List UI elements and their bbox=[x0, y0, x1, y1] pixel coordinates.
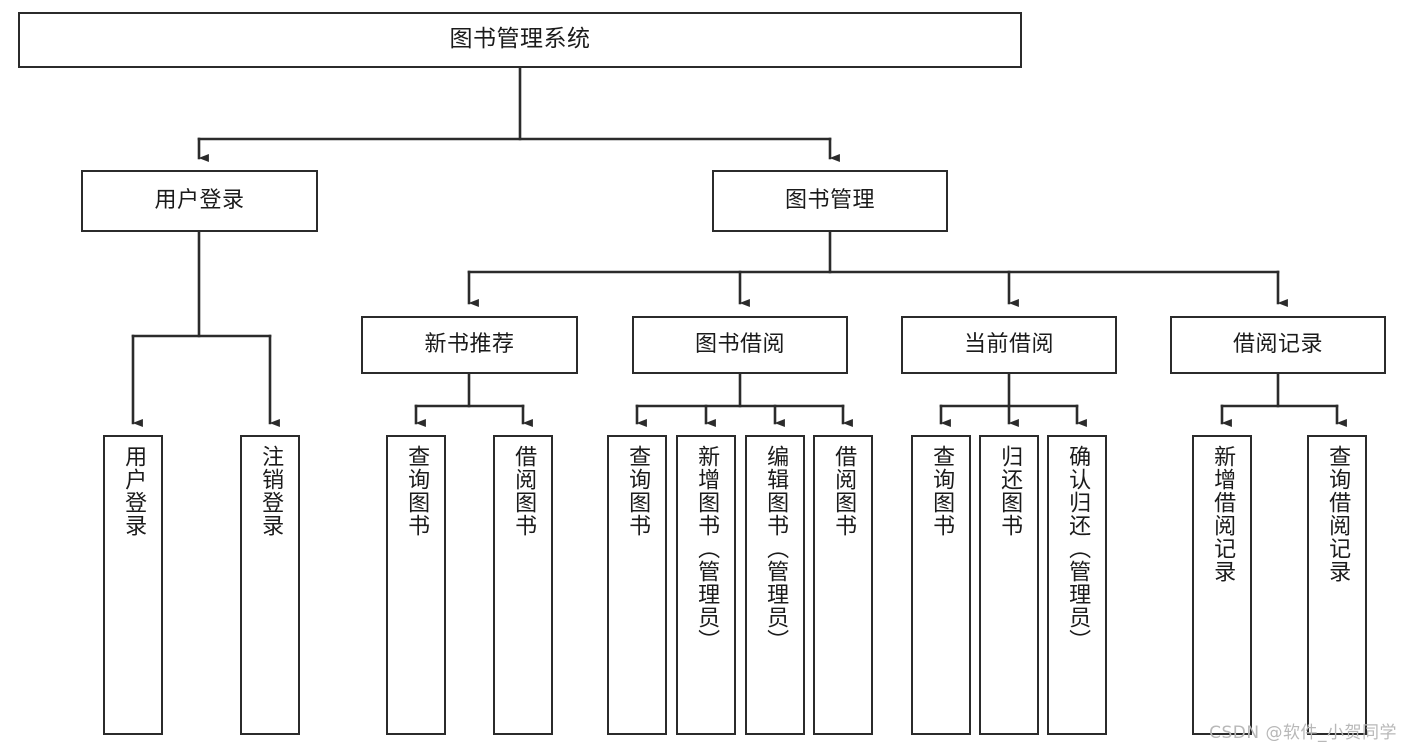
leaf-query-borrow-record[interactable]: 查询借阅记录 bbox=[1307, 435, 1367, 735]
node-label: 新增图书（管理员） bbox=[694, 445, 720, 652]
leaf-borrow-book[interactable]: 借阅图书 bbox=[813, 435, 873, 735]
node-label: 用户登录 bbox=[121, 445, 147, 537]
leaf-add-book-admin[interactable]: 新增图书（管理员） bbox=[676, 435, 736, 735]
node-label: 图书管理 bbox=[784, 187, 875, 213]
node-label: 新书推荐 bbox=[424, 331, 515, 357]
leaf-confirm-return-admin[interactable]: 确认归还（管理员） bbox=[1047, 435, 1107, 735]
leaf-borrow-book-recommend[interactable]: 借阅图书 bbox=[493, 435, 553, 735]
node-label: 注销登录 bbox=[258, 445, 284, 537]
leaf-query-book-recommend[interactable]: 查询图书 bbox=[386, 435, 446, 735]
node-label: 查询图书 bbox=[625, 445, 651, 537]
node-label: 编辑图书（管理员） bbox=[763, 445, 789, 652]
leaf-user-logout[interactable]: 注销登录 bbox=[240, 435, 300, 735]
node-label: 用户登录 bbox=[154, 187, 245, 213]
leaf-query-book-current[interactable]: 查询图书 bbox=[911, 435, 971, 735]
csdn-watermark: CSDN @软件_小贺同学 bbox=[1209, 723, 1397, 743]
node-label: 借阅记录 bbox=[1232, 331, 1323, 357]
node-new-book-recommendation[interactable]: 新书推荐 bbox=[361, 316, 578, 374]
node-borrow-record[interactable]: 借阅记录 bbox=[1170, 316, 1386, 374]
node-label: 查询借阅记录 bbox=[1325, 445, 1351, 583]
leaf-edit-book-admin[interactable]: 编辑图书（管理员） bbox=[745, 435, 805, 735]
node-label: 借阅图书 bbox=[511, 445, 537, 537]
node-label: 查询图书 bbox=[404, 445, 430, 537]
node-root-book-management-system[interactable]: 图书管理系统 bbox=[18, 12, 1022, 68]
node-label: 查询图书 bbox=[929, 445, 955, 537]
node-label: 图书借阅 bbox=[694, 331, 785, 357]
node-current-borrow[interactable]: 当前借阅 bbox=[901, 316, 1117, 374]
node-book-management[interactable]: 图书管理 bbox=[712, 170, 948, 232]
node-label: 归还图书 bbox=[997, 445, 1023, 537]
node-label: 当前借阅 bbox=[963, 331, 1054, 357]
leaf-query-book-borrow[interactable]: 查询图书 bbox=[607, 435, 667, 735]
leaf-return-book[interactable]: 归还图书 bbox=[979, 435, 1039, 735]
node-user-login[interactable]: 用户登录 bbox=[81, 170, 318, 232]
node-label: 新增借阅记录 bbox=[1210, 445, 1236, 583]
node-label: 确认归还（管理员） bbox=[1065, 445, 1091, 652]
node-label: 借阅图书 bbox=[831, 445, 857, 537]
leaf-add-borrow-record[interactable]: 新增借阅记录 bbox=[1192, 435, 1252, 735]
node-label: 图书管理系统 bbox=[449, 26, 591, 53]
leaf-user-login[interactable]: 用户登录 bbox=[103, 435, 163, 735]
node-book-borrow[interactable]: 图书借阅 bbox=[632, 316, 848, 374]
